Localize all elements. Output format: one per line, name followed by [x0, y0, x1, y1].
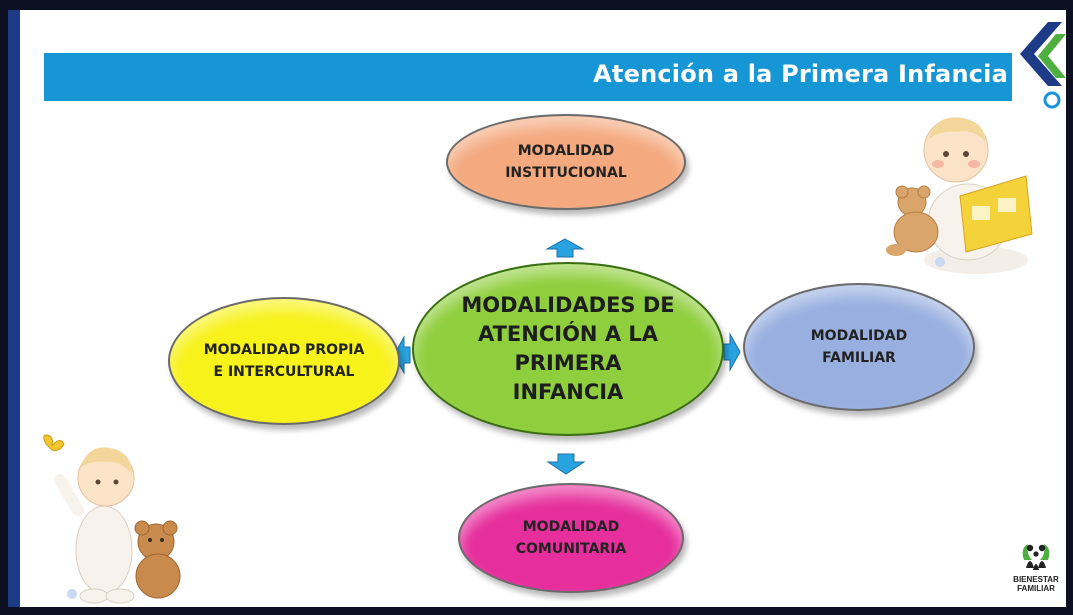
node-modalidad-propia: MODALIDAD PROPIA E INTERCULTURAL: [168, 297, 400, 425]
baby-reading-illustration: [886, 117, 1033, 274]
node-modalidad-comunitaria: MODALIDAD COMUNITARIA: [458, 483, 684, 593]
toddler-butterfly-illustration: [43, 434, 181, 604]
node-familiar-label: MODALIDAD FAMILIAR: [810, 328, 908, 366]
node-modalidad-familiar: MODALIDAD FAMILIAR: [743, 283, 975, 411]
arrow-down-icon: [546, 453, 586, 475]
arrow-up-icon: [545, 238, 585, 258]
chevron-logo-icon: [1020, 22, 1066, 109]
bienestar-familiar-logo: BIENESTAR FAMILIAR: [1012, 538, 1060, 604]
bienestar-familiar-text: BIENESTAR FAMILIAR: [1013, 575, 1059, 593]
node-center-modalidades: MODALIDADES DE ATENCIÓN A LA PRIMERA INF…: [412, 262, 724, 436]
title-band: Atención a la Primera Infancia: [44, 53, 1012, 101]
arrow-right-icon: [723, 332, 741, 372]
node-institucional-label: MODALIDAD INSTITUCIONAL: [505, 143, 627, 181]
family-icon: [1022, 544, 1050, 570]
node-comunitaria-label: MODALIDAD COMUNITARIA: [515, 519, 627, 557]
node-propia-label: MODALIDAD PROPIA E INTERCULTURAL: [203, 342, 365, 380]
slide-title: Atención a la Primera Infancia: [593, 60, 1008, 88]
node-modalidad-institucional: MODALIDAD INSTITUCIONAL: [446, 114, 686, 210]
slide-canvas: Atención a la Primera Infancia: [8, 10, 1066, 607]
arrow-left-icon: [393, 335, 411, 375]
center-label: MODALIDADES DE ATENCIÓN A LA PRIMERA INF…: [461, 293, 675, 404]
left-accent-bar: [8, 10, 20, 607]
